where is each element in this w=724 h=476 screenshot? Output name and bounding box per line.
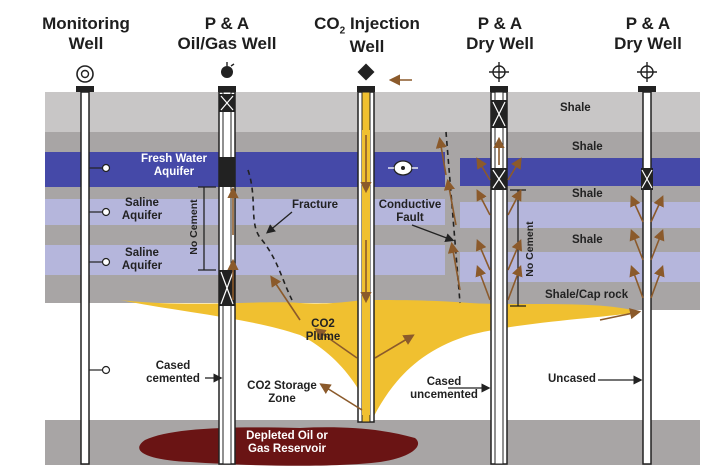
label-fresh-water-aquifer: Fresh Water Aquifer [128,153,220,179]
saline-layer-2 [45,245,445,275]
monitoring-well [76,65,111,465]
label-line: Zone [268,393,296,406]
header-co2-injection-well: CO2 Injection Well [305,14,429,56]
header-pa-oilgas-well: P & A Oil/Gas Well [168,14,286,53]
header-line: Well [68,33,104,53]
fresh-water-layer [45,152,445,187]
label-line: Saline [125,197,159,209]
header-line: P & A [477,14,523,33]
label-line: Fault [396,212,424,225]
strata-left [45,92,445,303]
depleted-reservoir [139,427,419,466]
header-subscript: 2 [339,25,346,37]
label-line: Aquifer [121,210,163,223]
pa-dry-well-2 [637,62,657,465]
label-no-cement-left: No Cement [187,199,200,255]
label-line: CO2 Storage [247,380,317,392]
header-line: Monitoring [42,14,130,33]
label-conductive-fault: Conductive Fault [374,199,446,225]
aquifer-monitor-device [388,160,418,176]
header-line: P & A [625,14,671,33]
label-co2-storage-zone: CO2 Storage Zone [240,380,324,406]
header-co: CO [314,14,340,33]
header-injection: Injection [345,14,420,33]
no-cement-bracket-left [198,186,216,271]
label-no-cement-right: No Cement [523,221,536,277]
label-line: Aquifer [153,166,195,179]
label-line: Depleted Oil or [246,430,328,442]
oilgas-well-icon [221,66,233,78]
label-line: Saline [125,247,159,259]
label-shale-1: Shale [560,102,591,114]
label-saline-aquifer-1: Saline Aquifer [112,197,172,223]
label-shale-2: Shale [572,141,603,153]
header-line: Dry Well [466,33,534,53]
header-monitoring-well: Monitoring Well [38,14,134,53]
migration-arrows [227,74,665,411]
monitoring-well-icon [76,65,94,83]
label-line: Plume [305,331,341,344]
label-shale-3: Shale [572,188,603,200]
injection-well-icon [357,63,375,81]
label-depleted-reservoir: Depleted Oil or Gas Reservoir [232,430,342,456]
header-pa-dry-well-2: P & A Dry Well [604,14,692,53]
label-line: Fresh Water [140,153,208,165]
label-cased-cemented: Cased cemented [140,360,206,386]
label-shale-caprock: Shale/Cap rock [545,289,629,301]
label-line: cemented [146,373,200,386]
label-co2-plume: CO2 Plume [300,318,346,344]
label-fracture: Fracture [292,199,339,211]
leader-arrows [205,211,643,393]
label-line: Cased [155,360,191,372]
header-pa-dry-well-1: P & A Dry Well [456,14,544,53]
header-line: Oil/Gas Well [177,33,277,53]
header-line: Well [349,36,385,56]
header-line: Dry Well [614,33,682,53]
label-line: Gas Reservoir [248,443,326,456]
label-line: Aquifer [121,260,163,273]
pa-oilgas-well [218,62,236,465]
pa-dry-well-1 [489,62,509,465]
label-line: uncemented [410,389,478,402]
saline-layer-1 [45,199,445,225]
header-line: P & A [204,14,250,33]
co2-plume [120,300,640,420]
label-cased-uncemented: Cased uncemented [402,376,486,402]
fracture-line [247,169,293,301]
fault-line [445,131,461,304]
label-uncased: Uncased [548,373,596,385]
label-line: Conductive [378,199,442,211]
label-line: Cased [426,376,462,388]
label-saline-aquifer-2: Saline Aquifer [112,247,172,273]
label-shale-4: Shale [572,234,603,246]
label-line: CO2 [311,318,335,330]
